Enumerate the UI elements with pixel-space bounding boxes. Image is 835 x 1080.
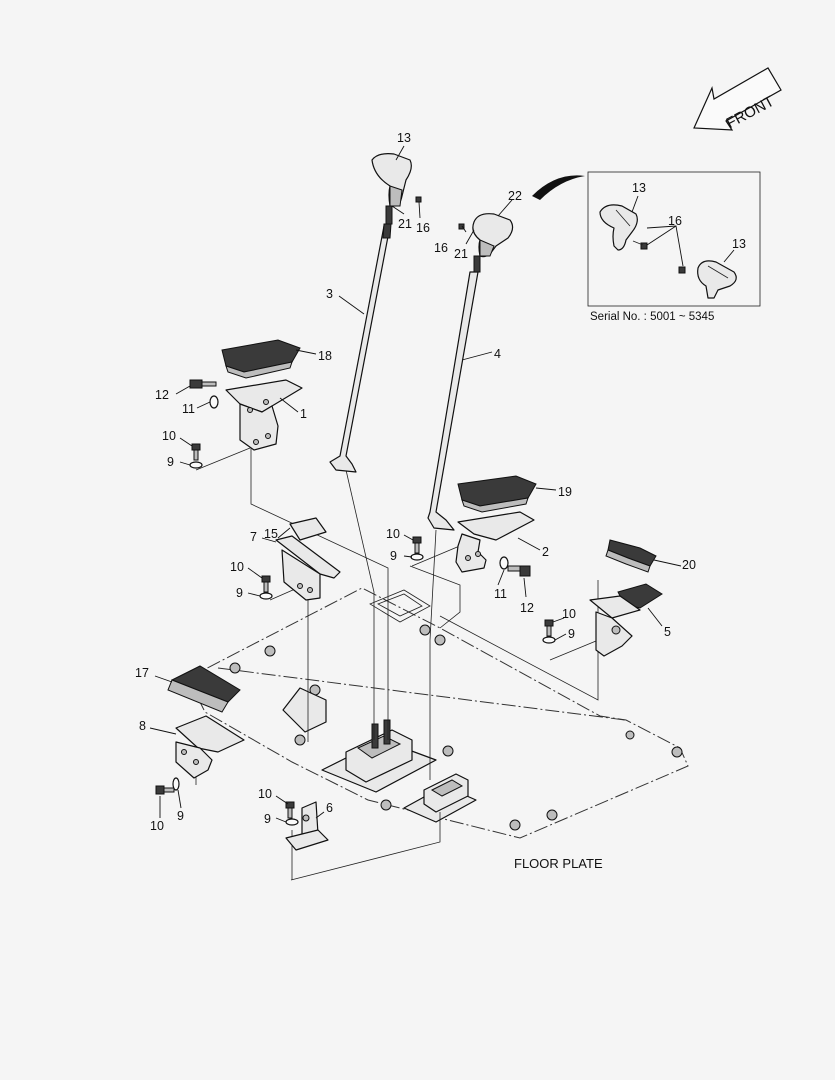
front-direction-arrow: FRONT [693,67,782,132]
callout-7: 7 [250,530,257,544]
washer-9-b7 [259,592,273,600]
callout-10-left: 10 [162,429,176,443]
bolt-10-right [544,619,554,637]
callout-8: 8 [139,719,146,733]
callout-10-mid: 10 [386,527,400,541]
floor-plate-bolts [229,624,683,831]
callout-11-left: 11 [182,402,195,416]
callout-21-right: 21 [454,247,468,261]
callout-17: 17 [135,666,149,680]
bracket-6 [285,801,329,851]
bolt-12-right [507,565,531,577]
callout-10-b6: 10 [258,787,272,801]
serial-number-label: Serial No. : 5001 ~ 5345 [590,311,714,323]
callout-9-right: 9 [568,627,575,641]
inset-callout-13b: 13 [732,237,746,251]
lever-base-left [321,719,437,793]
knob-22 [472,213,514,273]
callout-3: 3 [326,287,333,301]
callout-15: 15 [264,527,278,541]
callout-18: 18 [318,349,332,363]
assembly-lines [195,440,599,881]
inset-pointer [532,175,585,200]
washer-9-b6 [285,818,299,826]
inset-knob-lower [697,260,737,299]
callout-labels: 13 21 16 22 16 21 3 4 18 1 12 11 10 9 19… [135,131,696,833]
callout-21-left: 21 [398,217,412,231]
washer-9-right [542,636,556,644]
serial-inset: 13 16 13 Serial No. : 5001 ~ 5345 [532,171,761,323]
pedal-pad-18 [221,339,301,379]
bolt-12-left [189,379,217,389]
pedal-bracket-5 [589,583,663,657]
floor-plate-label: FLOOR PLATE [514,856,603,871]
callout-9-left: 9 [167,455,174,469]
pedal-mount-left [282,687,327,733]
bolt-10-b6 [285,801,295,819]
callout-10-b7: 10 [230,560,244,574]
bracket-7 [275,535,341,601]
callout-22: 22 [508,189,522,203]
callout-12-left: 12 [155,388,169,402]
inset-callout-16: 16 [668,214,682,228]
lever-rod-3 [329,223,392,473]
callout-4: 4 [494,347,501,361]
inset-knob-upper [599,204,638,251]
pedal-bracket-2 [455,511,535,573]
callout-leaders [149,145,682,823]
callout-19: 19 [558,485,572,499]
pedal-pad-20 [605,539,657,573]
floor-opening [369,589,431,623]
bolt-10-b7 [261,575,271,593]
callout-20: 20 [682,558,696,572]
callout-12-right: 12 [520,601,534,615]
callout-16-left: 16 [416,221,430,235]
callout-13: 13 [397,131,411,145]
knob-13 [371,153,412,225]
callout-9-b6: 9 [264,812,271,826]
washer-11-right [499,556,509,570]
inset-screw-2 [678,266,686,274]
lever-rod-4 [427,271,479,531]
bolt-10-left [191,443,201,461]
floor-plate [187,587,689,839]
callout-2: 2 [542,545,549,559]
callout-16-right: 16 [434,241,448,255]
callout-9-mid: 9 [390,549,397,563]
inset-screw [632,240,648,250]
washer-9-left [189,461,203,469]
washer-9-b8 [172,777,180,791]
washer-11-left [209,395,219,409]
pad-15 [289,517,327,541]
callout-1: 1 [300,407,307,421]
washer-9-mid [410,553,424,561]
screw-16-right [458,223,465,230]
lever-base-right [403,773,477,823]
pedal-bracket-8 [175,715,245,779]
callout-6: 6 [326,801,333,815]
pedal-pad-17 [167,665,241,713]
screw-16-left [415,196,422,203]
callout-11-right: 11 [494,587,507,601]
bolt-10-b8 [155,785,175,795]
callout-10-b8: 10 [150,819,164,833]
callout-9-b8: 9 [177,809,184,823]
callout-9-b7: 9 [236,586,243,600]
callout-5: 5 [664,625,671,639]
bolt-10-mid [412,536,422,554]
pedal-bracket-1 [225,379,303,451]
inset-callout-13a: 13 [632,181,646,195]
pedal-pad-19 [457,475,537,513]
callout-10-right: 10 [562,607,576,621]
